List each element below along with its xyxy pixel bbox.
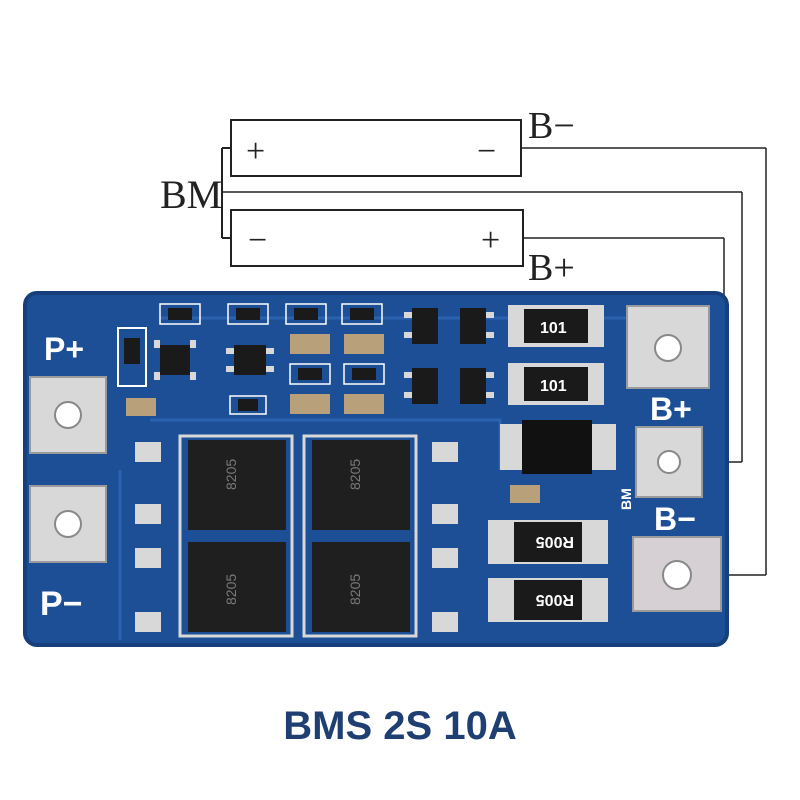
mosfet-pads [135, 434, 458, 638]
battery-top-negative: − [477, 133, 496, 170]
silk-bm: BM [618, 488, 634, 510]
mosfet-mark-q4: 8205 [347, 574, 363, 605]
product-caption: BMS 2S 10A [283, 704, 517, 748]
silk-b-plus: B+ [650, 391, 692, 427]
battery-top-positive: + [246, 133, 265, 170]
shunt-resistor-top [488, 520, 608, 564]
resistor-101-top [508, 305, 604, 347]
ic-small-left [117, 327, 196, 387]
terminal-bm [635, 426, 703, 498]
bms-diagram: + − − + B− B+ BM P+ P− B+ B− BM [23, 105, 767, 647]
resistor-label-r2: 101 [540, 378, 567, 395]
wiring-diagram [221, 119, 767, 576]
mosfet-q2 [312, 440, 410, 530]
diagram-label-b-minus: B− [528, 105, 575, 147]
diagram-label-b-plus: B+ [528, 247, 575, 289]
silk-p-minus: P− [40, 585, 83, 623]
mosfet-mark-q1: 8205 [223, 459, 239, 490]
shunt-resistor-bottom [488, 578, 608, 622]
pcb-edge [23, 291, 729, 647]
ic-sot-group [226, 308, 494, 404]
terminal-p-minus [29, 485, 107, 563]
mosfet-q1 [188, 440, 286, 530]
smd-row-top [126, 303, 540, 503]
silk-b-minus: B− [654, 501, 696, 537]
silk-p-plus: P+ [44, 331, 84, 367]
battery-bottom-negative: − [248, 222, 267, 259]
terminal-p-plus [29, 376, 107, 454]
resistor-label-r3: R005 [536, 533, 574, 550]
diode [500, 420, 616, 474]
battery-bottom-positive: + [481, 222, 500, 259]
resistor-101-bottom [508, 363, 604, 405]
battery-bottom [230, 209, 524, 267]
mosfet-q4 [312, 542, 410, 632]
terminal-b-plus-top [626, 305, 710, 389]
diagram-label-bm: BM [160, 172, 222, 217]
battery-top [230, 119, 522, 177]
mosfet-mark-q3: 8205 [223, 574, 239, 605]
resistor-label-r1: 101 [540, 320, 567, 337]
mosfet-mark-q2: 8205 [347, 459, 363, 490]
resistor-label-r4: R005 [536, 591, 574, 608]
mosfet-q3 [188, 542, 286, 632]
terminal-b-minus [632, 536, 722, 612]
